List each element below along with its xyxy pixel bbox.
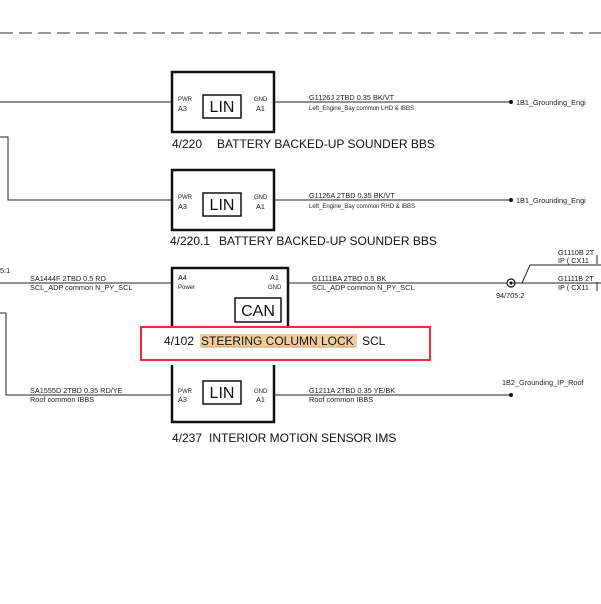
module-4-237[interactable]: SA1555D 2TBD 0.35 RD/YE Roof common IBBS…	[30, 365, 585, 445]
right-pin: A1	[256, 104, 265, 113]
module-name-highlighted: STEERING COLUMN LOCK	[201, 334, 354, 348]
module-name-suffix: SCL	[362, 334, 386, 348]
left-pin: A3	[178, 202, 187, 211]
supply-wire-2	[0, 136, 172, 201]
right-pin: A1	[256, 395, 265, 404]
branch2-desc: IP ( CX11	[558, 283, 589, 292]
wire-code: G1211A 2TBD 0.35 YE/BK	[309, 386, 395, 395]
supply-wire-4	[0, 312, 172, 396]
module-4-220[interactable]: LIN PWR A3 GND A1 G1126J 2TBD 0.35 BK/VT…	[0, 70, 586, 151]
left-pin-label: PWR	[178, 389, 193, 395]
bus-label: CAN	[241, 303, 275, 320]
wire-desc: SCL_ADP common N_PY_SCL	[312, 283, 414, 292]
module-id: 4/102	[164, 334, 194, 348]
bus-box	[202, 94, 242, 119]
wire-code: G1111BA 2TBD 0.5 BK	[312, 274, 386, 283]
ground-node	[509, 100, 513, 104]
right-pin: A1	[270, 273, 279, 282]
left-edge-ref: 5:1	[0, 266, 10, 275]
left-pin: A4	[178, 273, 187, 282]
right-pin-label: GND	[254, 195, 268, 201]
module-name: BATTERY BACKED-UP SOUNDER BBS	[219, 234, 437, 248]
right-pin: A1	[256, 202, 265, 211]
bus-box	[234, 297, 282, 323]
right-pin-label: GND	[254, 389, 268, 395]
left-wire-desc: Roof common IBBS	[30, 395, 94, 404]
left-pin: A3	[178, 104, 187, 113]
ground-dest[interactable]: 1B1_Grounding_Engi	[516, 98, 586, 107]
left-wire-code: SA1444F 2TBD 0.5 RD	[30, 274, 106, 283]
left-pin-label: Power	[178, 285, 195, 291]
wire-desc: Roof common IBBS	[309, 395, 373, 404]
wire-desc: Left_Engine_Bay common LHD & IBBS	[309, 106, 414, 112]
right-pin-label: GND	[254, 97, 268, 103]
branch1-desc: IP ( CX11	[558, 256, 589, 265]
bus-box	[202, 380, 242, 405]
left-wire-desc: SCL_ADP common N_PY_SCL	[30, 283, 132, 292]
splice-label: 94/705:2	[496, 291, 524, 300]
ground-node	[509, 198, 513, 202]
module-4-102[interactable]: 5:1 SA1444F 2TBD 0.5 RD SCL_ADP common N…	[0, 248, 601, 361]
module-name: INTERIOR MOTION SENSOR IMS	[209, 431, 396, 445]
bus-box	[202, 192, 242, 217]
wire-code: G1126A 2TBD 0.35 BK/VT	[309, 191, 395, 200]
module-id: 4/220.1	[170, 234, 210, 248]
branch1-code: G1110B 2T	[558, 248, 595, 257]
bus-label: LIN	[210, 99, 235, 116]
right-pin-label: GND	[268, 285, 282, 291]
left-pin-label: PWR	[178, 97, 193, 103]
focus-box	[140, 326, 431, 361]
search-highlight	[200, 334, 357, 347]
ground-dest[interactable]: 1B2_Grounding_IP_Roof	[502, 378, 585, 387]
module-id: 4/237	[172, 431, 202, 445]
ground-dest[interactable]: 1B1_Grounding_Engi	[516, 196, 586, 205]
bus-label: LIN	[210, 197, 235, 214]
left-pin: A3	[178, 395, 187, 404]
left-pin-label: PWR	[178, 195, 193, 201]
wire-code: G1126J 2TBD 0.35 BK/VT	[309, 93, 395, 102]
module-name: BATTERY BACKED-UP SOUNDER BBS	[217, 137, 435, 151]
left-wire-code: SA1555D 2TBD 0.35 RD/YE	[30, 386, 123, 395]
branch2-code: G1111B 2T	[558, 274, 594, 283]
bus-label: LIN	[210, 385, 235, 402]
ground-node	[509, 393, 513, 397]
module-4-220-1[interactable]: LIN PWR A3 GND A1 G1126A 2TBD 0.35 BK/VT…	[170, 168, 586, 248]
wire-desc: Left_Engine_Bay common RHD & IBBS	[309, 204, 415, 210]
module-id: 4/220	[172, 137, 202, 151]
